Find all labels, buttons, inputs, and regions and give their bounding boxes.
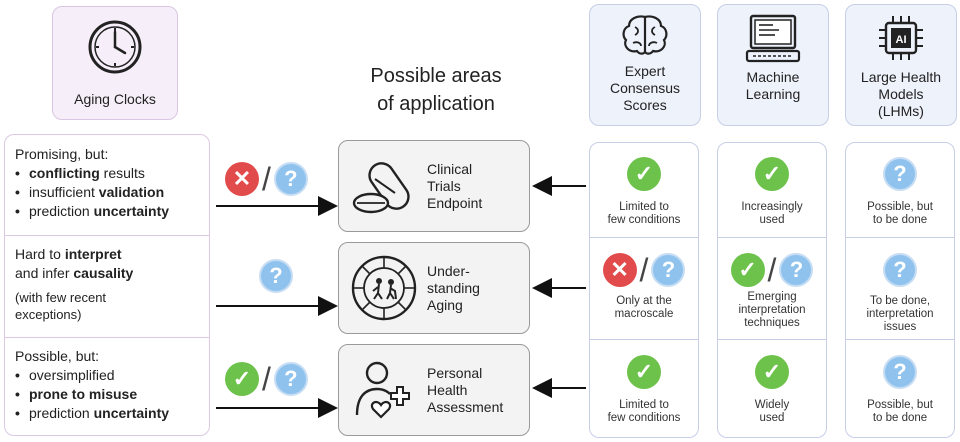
check-icon: ✓ bbox=[225, 362, 259, 396]
question-icon: ? bbox=[883, 253, 917, 287]
cross-icon: ✕ bbox=[602, 253, 637, 287]
divider bbox=[718, 339, 826, 340]
method-label: Machine Learning bbox=[745, 69, 801, 102]
list-item: •prone to misuse bbox=[15, 386, 138, 402]
aging-wheel-icon bbox=[351, 255, 417, 321]
cross-icon: ✕ bbox=[225, 162, 259, 196]
cell: ✓ Increasingly used bbox=[718, 157, 826, 227]
row1-assessment: Promising, but: •conflicting results •in… bbox=[5, 145, 209, 221]
svg-text:AI: AI bbox=[896, 34, 907, 46]
method-column-lhm: ? Possible, but to be done ? To be done,… bbox=[845, 142, 955, 438]
list-item: •prediction uncertainty bbox=[15, 203, 170, 219]
method-column-expert: ✓ Limited to few conditions ✕/? Only at … bbox=[589, 142, 699, 438]
application-box-personal: Personal Health Assessment bbox=[338, 344, 530, 436]
brain-icon bbox=[622, 15, 668, 55]
cell: ? To be done, interpretation issues bbox=[846, 253, 954, 334]
divider bbox=[590, 237, 698, 238]
divider bbox=[846, 237, 954, 238]
question-icon: ? bbox=[779, 253, 814, 287]
check-icon: ✓ bbox=[755, 355, 789, 389]
divider bbox=[590, 339, 698, 340]
ai-chip-icon: AI bbox=[879, 16, 923, 60]
cell: ✓ Widely used bbox=[718, 355, 826, 425]
check-icon: ✓ bbox=[627, 157, 661, 191]
method-header-expert: Expert Consensus Scores bbox=[589, 4, 701, 126]
divider bbox=[718, 237, 826, 238]
divider bbox=[846, 339, 954, 340]
cell: ? Possible, but to be done bbox=[846, 157, 954, 227]
method-header-ml: Machine Learning bbox=[717, 4, 829, 126]
cell: ✓/? Emerging interpretation techniques bbox=[718, 253, 826, 330]
cell: ✓ Limited to few conditions bbox=[590, 355, 698, 425]
list-item: •conflicting results bbox=[15, 165, 145, 181]
application-box-clinical: Clinical Trials Endpoint bbox=[338, 140, 530, 232]
list-item: •insufficient validation bbox=[15, 184, 165, 200]
row3-intro: Possible, but: bbox=[15, 348, 100, 364]
divider bbox=[5, 235, 209, 236]
question-icon: ? bbox=[651, 253, 686, 287]
cell: ? Possible, but to be done bbox=[846, 355, 954, 425]
method-header-lhm: AI Large Health Models (LHMs) bbox=[845, 4, 957, 126]
question-icon: ? bbox=[883, 355, 917, 389]
row2-verdict: ? bbox=[259, 259, 293, 293]
row3-verdict: ✓ / ? bbox=[225, 362, 308, 396]
list-item: •oversimplified bbox=[15, 367, 115, 383]
method-label: Large Health Models (LHMs) bbox=[860, 69, 942, 119]
row2-note: (with few recent exceptions) bbox=[15, 290, 107, 322]
row1-intro: Promising, but: bbox=[15, 146, 109, 162]
application-box-understanding: Under- standing Aging bbox=[338, 242, 530, 334]
cell: ✓ Limited to few conditions bbox=[590, 157, 698, 227]
check-icon: ✓ bbox=[627, 355, 661, 389]
application-label: Personal Health Assessment bbox=[427, 364, 504, 415]
pills-icon bbox=[352, 162, 410, 214]
aging-clocks-label: Aging Clocks bbox=[74, 91, 156, 107]
row3-assessment: Possible, but: •oversimplified •prone to… bbox=[5, 347, 209, 423]
question-icon: ? bbox=[259, 259, 293, 293]
computer-icon bbox=[745, 14, 801, 63]
diagram-title: Possible areas of application bbox=[370, 65, 502, 115]
check-icon: ✓ bbox=[755, 157, 789, 191]
application-label: Clinical Trials Endpoint bbox=[427, 160, 483, 211]
person-heart-icon bbox=[355, 361, 410, 419]
method-label: Expert Consensus Scores bbox=[609, 63, 681, 113]
question-icon: ? bbox=[883, 157, 917, 191]
method-column-ml: ✓ Increasingly used ✓/? Emerging interpr… bbox=[717, 142, 827, 438]
row1-verdict: ✕ / ? bbox=[225, 162, 308, 196]
cell: ✕/? Only at the macroscale bbox=[590, 253, 698, 321]
aging-clocks-assessment-panel: Promising, but: •conflicting results •in… bbox=[4, 134, 210, 436]
check-icon: ✓ bbox=[730, 253, 765, 287]
application-label: Under- standing Aging bbox=[427, 262, 480, 313]
question-icon: ? bbox=[273, 362, 308, 396]
aging-clocks-header: Aging Clocks bbox=[52, 6, 178, 120]
divider bbox=[5, 337, 209, 338]
row2-assessment: Hard to interpret and infer causality (w… bbox=[5, 245, 209, 323]
clock-icon bbox=[88, 20, 142, 74]
list-item: •prediction uncertainty bbox=[15, 405, 170, 421]
question-icon: ? bbox=[273, 162, 308, 196]
